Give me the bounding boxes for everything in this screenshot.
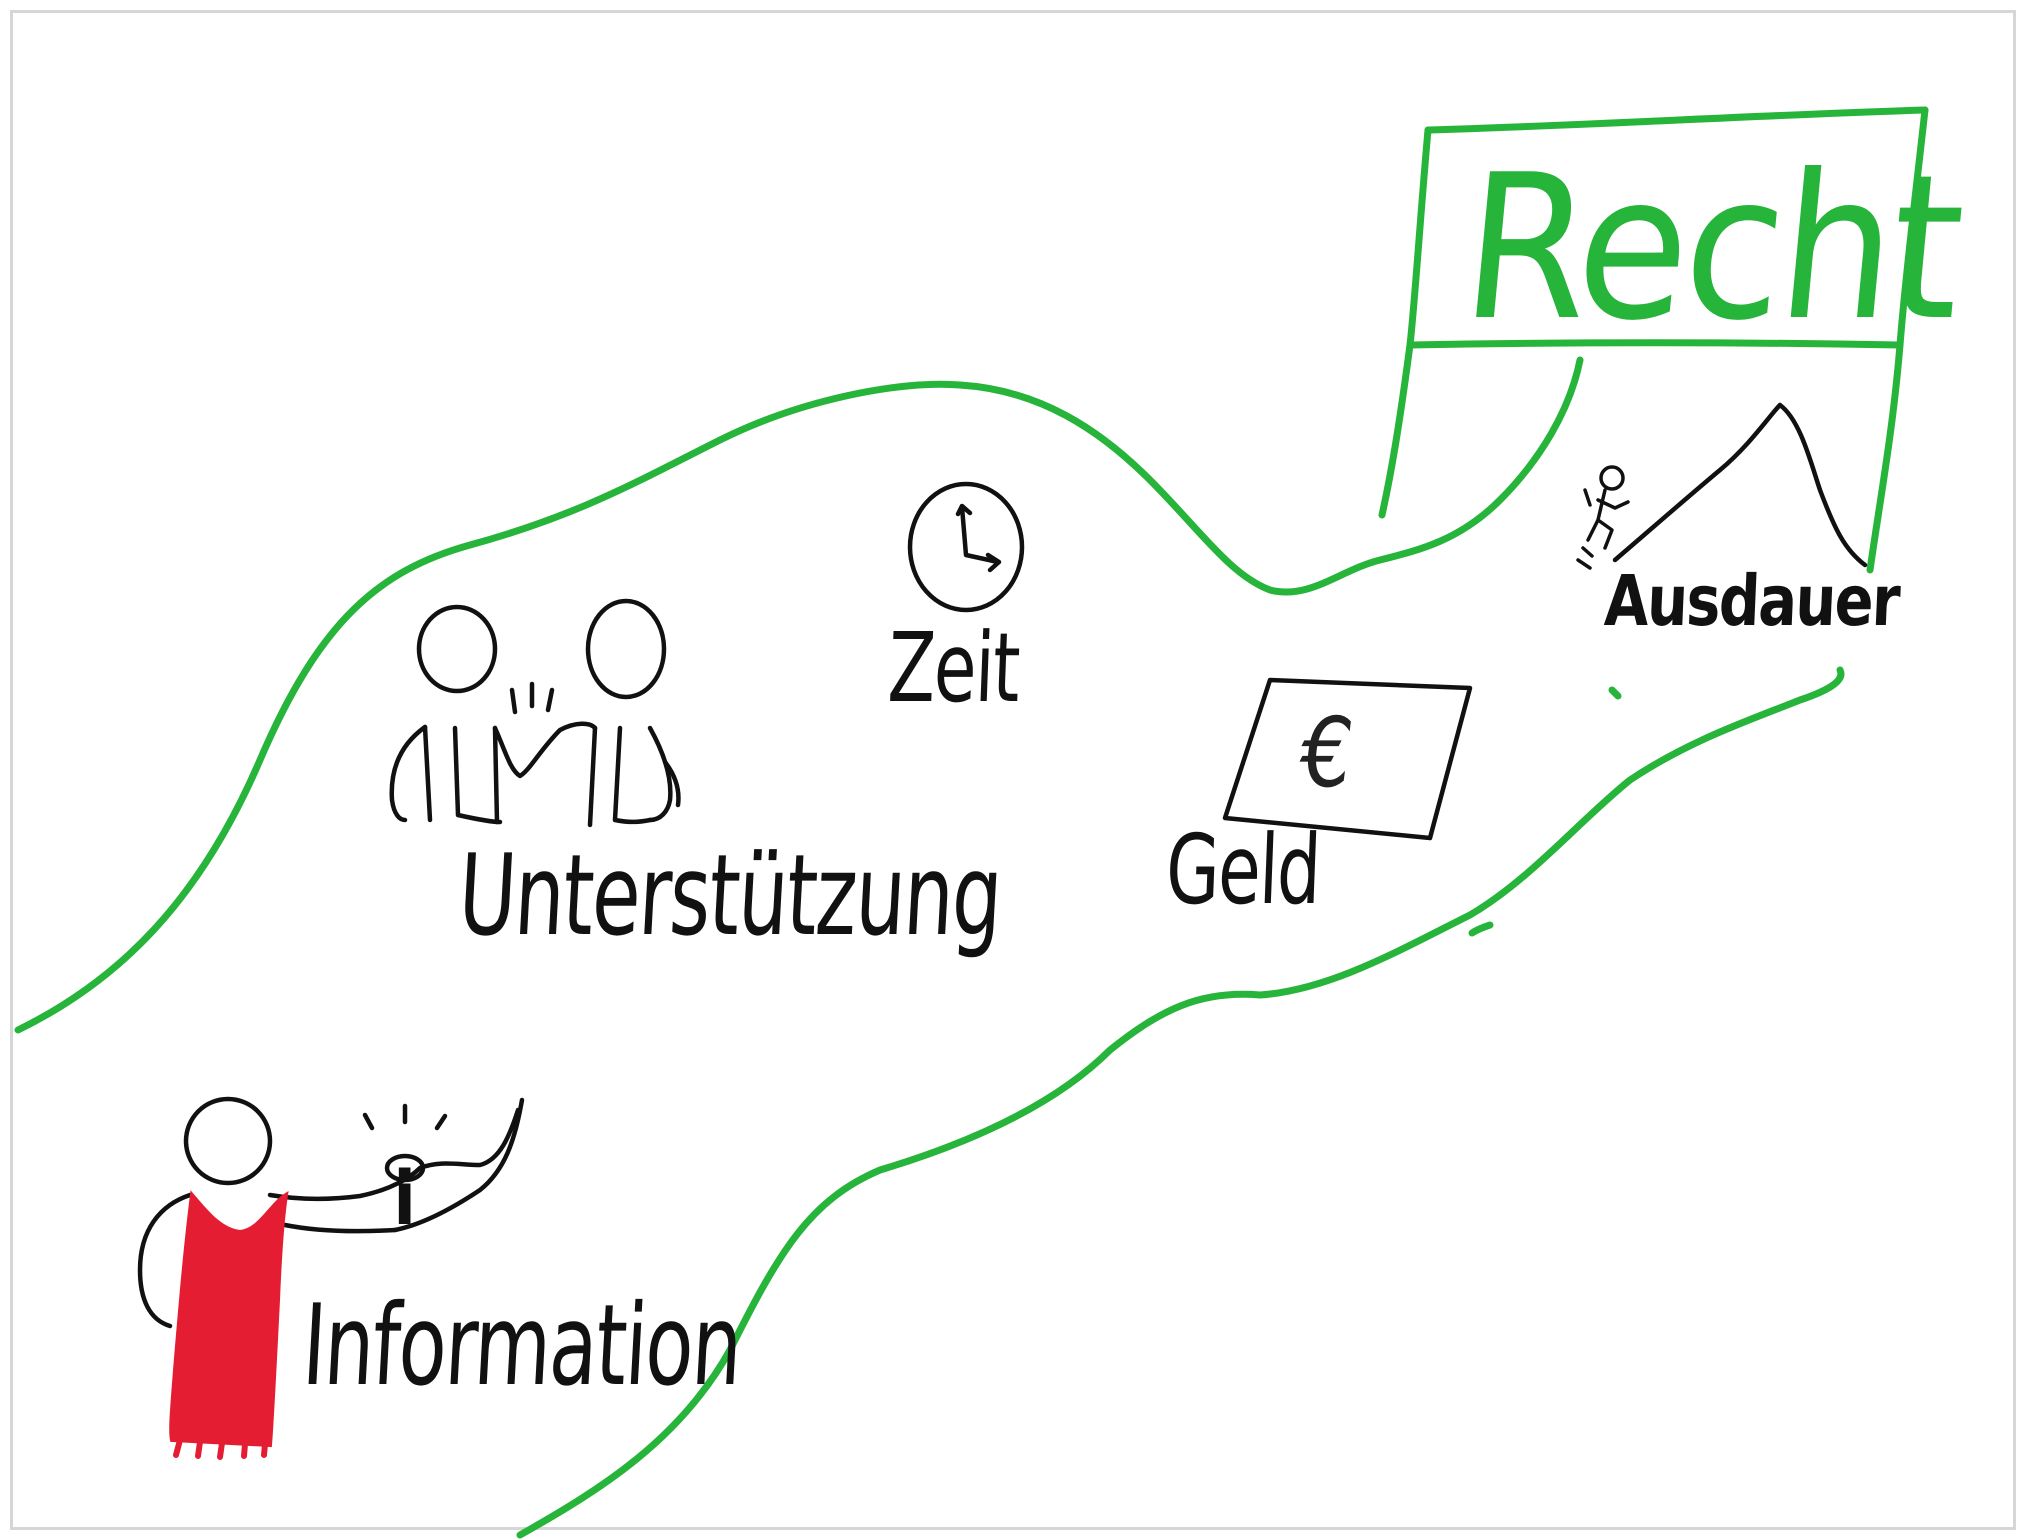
label-information: Information [299,1281,745,1411]
sign-title-recht: Recht [1453,132,1970,365]
label-zeit: Zeit [886,612,1021,724]
label-ausdauer: Ausdauer [1602,560,1901,642]
banknote-icon [1222,677,1473,841]
sign-board [1378,106,1929,574]
red-shirt [169,1190,289,1448]
label-unterstuetzung: Unterstützung [455,831,1005,961]
path-upper-border [14,356,1584,1034]
two-people-icon [389,598,681,828]
info-glyph: i [393,1156,417,1242]
label-geld: Geld [1164,814,1322,926]
drawing-frame [10,10,2016,1530]
climber-icon [1576,465,1630,570]
path-lower-border [516,666,1845,1539]
info-person-icon [137,1096,525,1460]
clock-icon [907,481,1025,613]
mountain-icon [1612,402,1868,568]
